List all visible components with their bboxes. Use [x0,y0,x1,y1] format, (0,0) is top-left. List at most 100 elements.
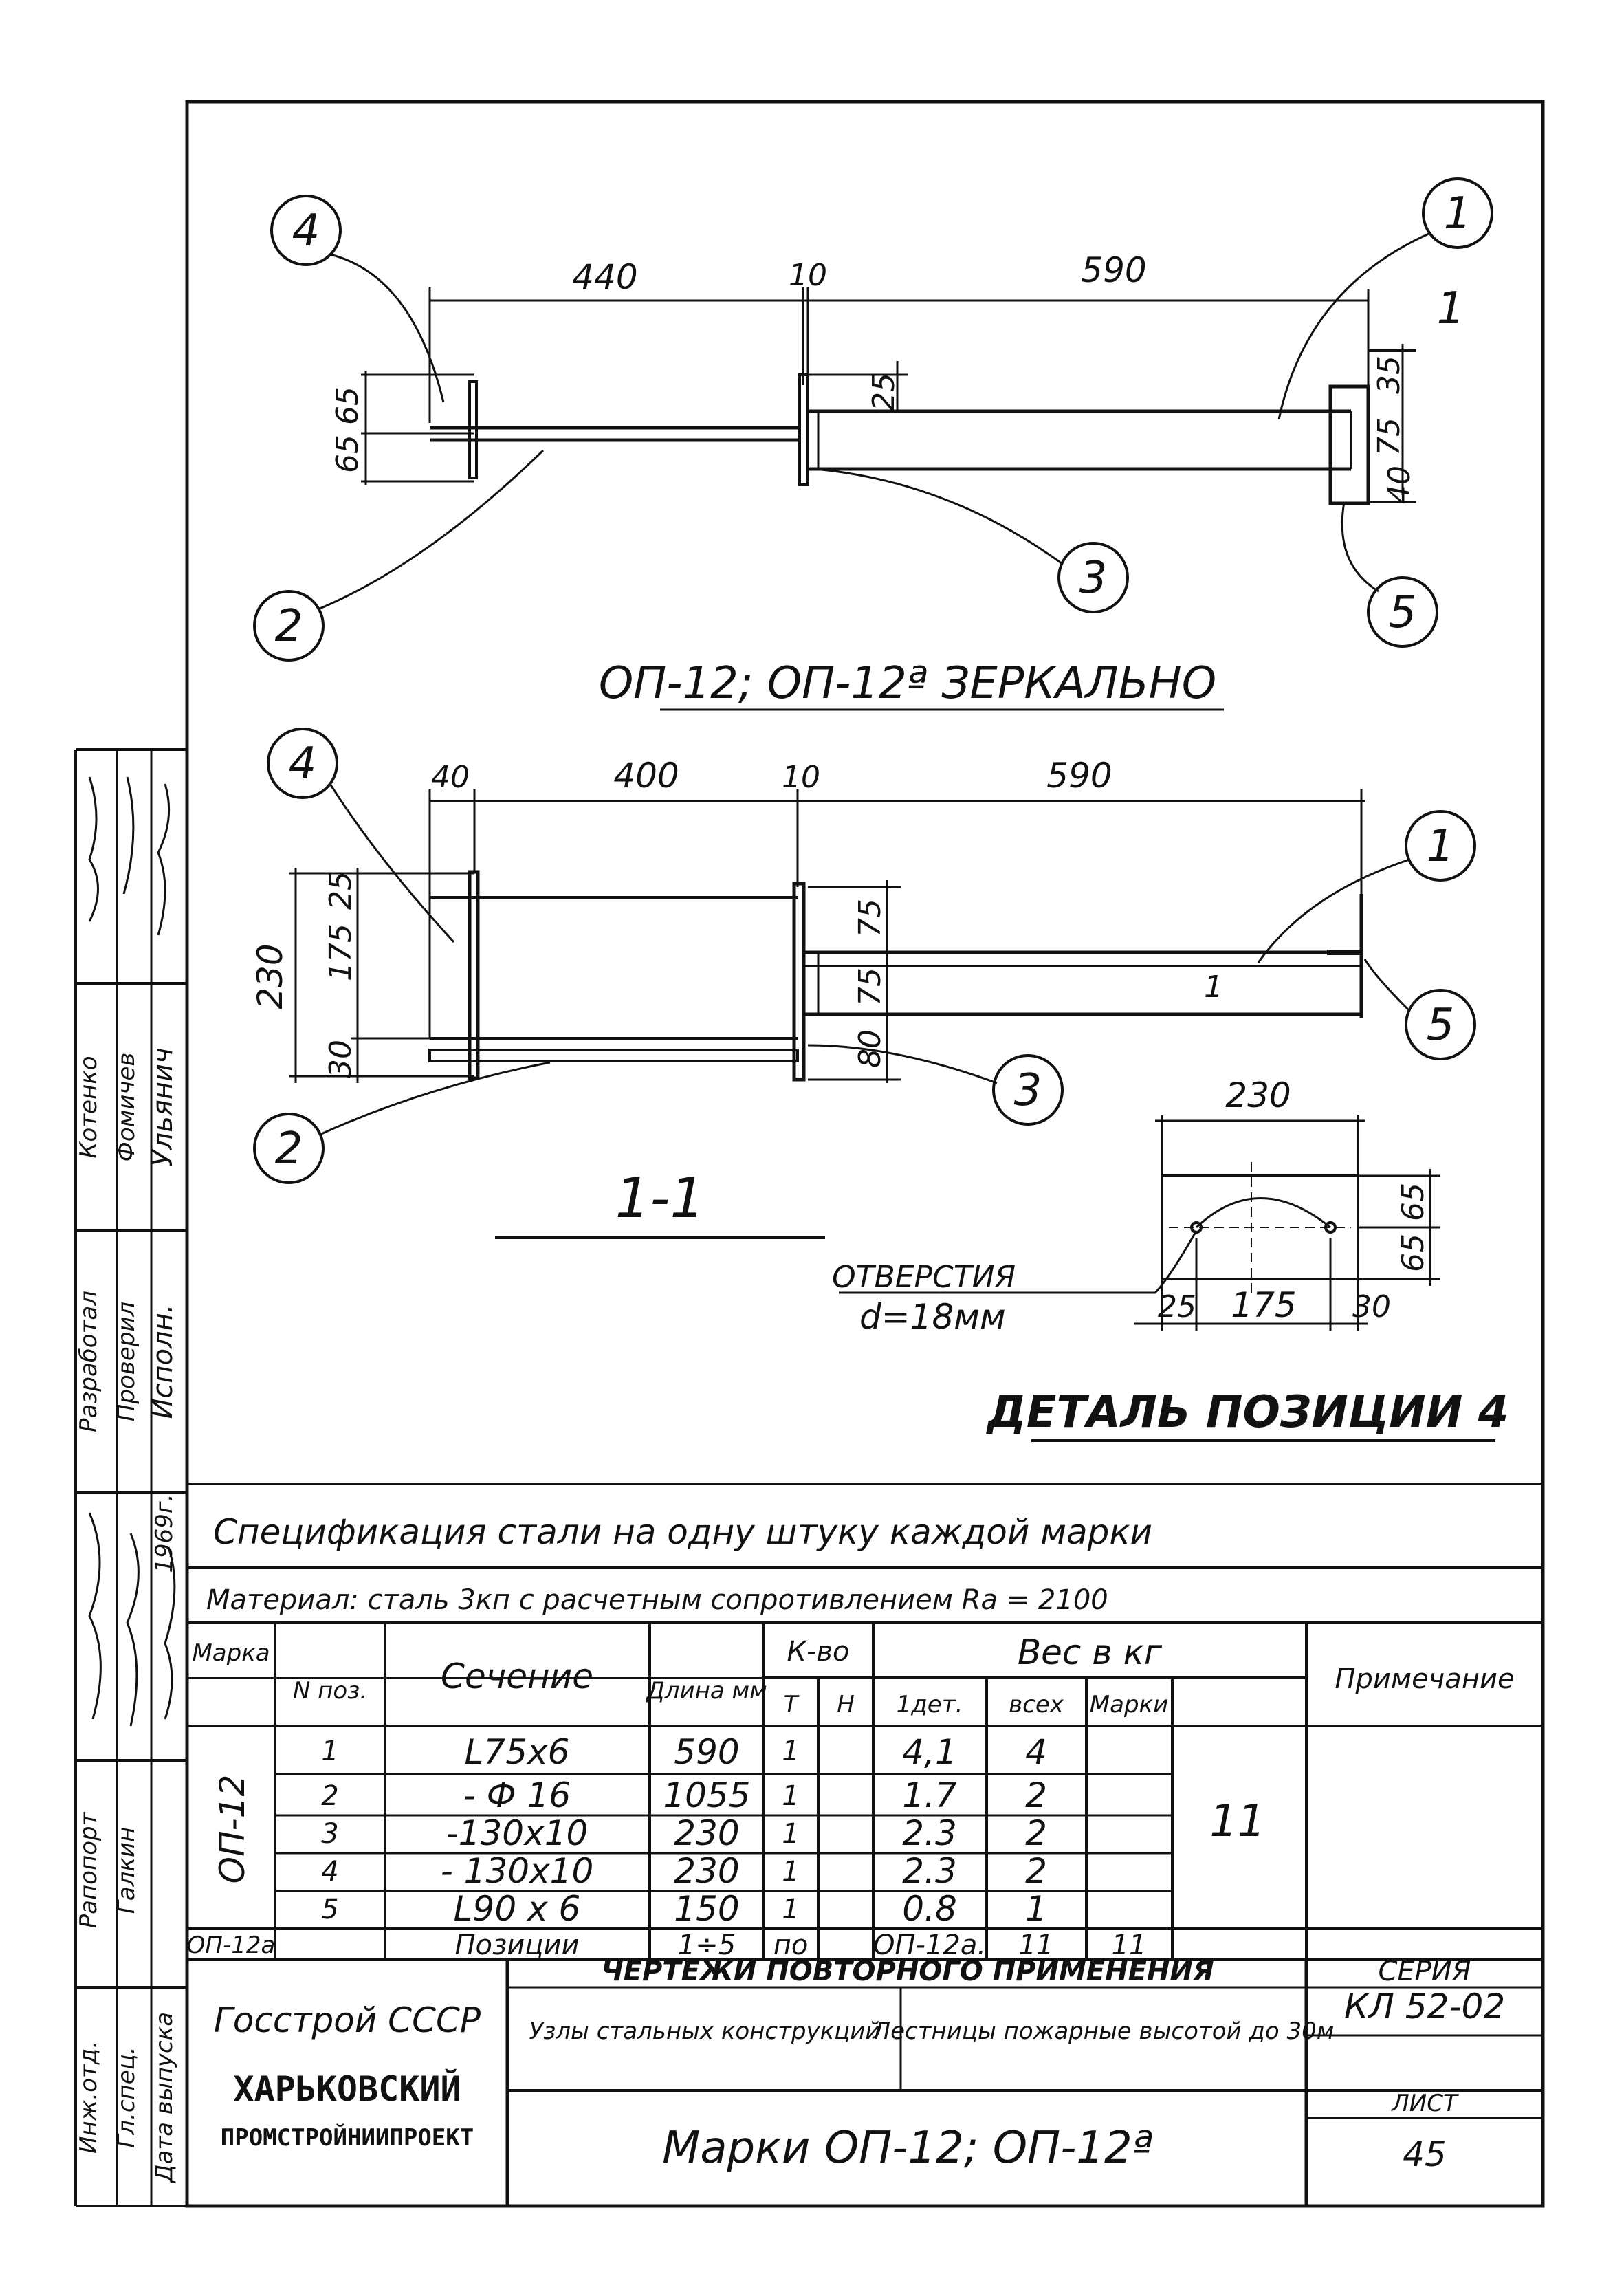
callout-1: 1 [1444,188,1472,239]
row5-section: L90 x 6 [454,1889,581,1929]
row2-section: - Ф 16 [463,1775,571,1815]
section-structures: Узлы стальных конструкций [529,2018,881,2045]
side-dim-75a: 75 [853,899,888,937]
side-callout-5: 5 [1427,1000,1455,1051]
row4-w-all: 2 [1025,1851,1047,1891]
side-dim-10: 10 [782,760,820,795]
row3-section: -130x10 [446,1813,589,1853]
dim-75: 75 [1372,417,1407,456]
row1-w-det: 4,1 [902,1732,957,1772]
row3-pos: 3 [321,1818,338,1850]
hdr-section: Сечение [441,1657,593,1696]
side-dim-400: 400 [613,756,679,796]
detail-dim-25: 25 [1158,1289,1196,1324]
stamp-name-kotenko: Котенко [75,1056,102,1158]
stamp-checked: Проверил [113,1302,140,1421]
row2-w-all: 2 [1025,1775,1047,1815]
side-dim-30: 30 [323,1040,358,1078]
hdr-length: Длина мм [645,1677,767,1705]
last-mark: ОП-12а [187,1932,276,1959]
side-callout-2: 2 [275,1124,303,1174]
stamp-developed: Разработал [75,1291,102,1432]
hdr-weight: Вес в кг [1018,1632,1163,1672]
detail-dim-65a: 65 [1396,1183,1431,1221]
caption-top-view: ОП-12; ОП-12ª ЗЕРКАЛЬНО [599,658,1216,709]
mark-name: ОП-12 [212,1775,252,1884]
dim-35: 35 [1372,356,1407,394]
side-dim-230: 230 [250,943,290,1009]
row3-w-det: 2.3 [902,1813,957,1853]
sheet-title: Марки ОП-12; ОП-12ª [662,2123,1153,2174]
org-kharkovsky: ХАРЬКОВСКИЙ [233,2068,461,2109]
hdr-mark: Марка [192,1639,270,1667]
side-dim-40: 40 [431,760,470,795]
row4-length: 230 [674,1851,739,1891]
hdr-note: Примечание [1335,1663,1514,1695]
row1-pos: 1 [321,1736,338,1767]
hole-label-1: ОТВЕРСТИЯ [832,1260,1016,1295]
top-view [253,177,1493,662]
last-t: по [773,1929,809,1961]
detail-dim-65b: 65 [1396,1234,1431,1272]
row1-w-all: 4 [1025,1732,1047,1772]
side-view [253,728,1476,1184]
row2-pos: 2 [321,1780,338,1812]
row2-w-det: 1.7 [902,1775,957,1815]
last-w-mark: 11 [1112,1929,1147,1961]
row5-w-det: 0.8 [902,1889,957,1929]
sheet-frame [185,100,1545,2208]
stamp-name-ulyanich: Ульянич [147,1047,179,1166]
dim-440: 440 [572,257,637,297]
caption-detail-4: ДЕТАЛЬ ПОЗИЦИИ 4 [986,1387,1508,1438]
callout-3: 3 [1079,553,1108,604]
row5-w-all: 1 [1025,1889,1047,1929]
side-mark-1: 1 [1204,970,1223,1005]
sheet-label: ЛИСТ [1390,2090,1459,2117]
row5-length: 150 [674,1889,739,1929]
sheet-value: 45 [1403,2134,1447,2174]
row3-w-all: 2 [1025,1813,1047,1853]
side-callout-1: 1 [1427,821,1455,872]
hdr-w-mark: Марки [1090,1691,1168,1718]
dim-590: 590 [1081,250,1146,290]
hdr-pos: N поз. [293,1677,367,1705]
section-mark-1: 1 [1437,283,1465,334]
row3-t: 1 [782,1818,799,1850]
series-label: СЕРИЯ [1378,1956,1471,1987]
stamp-rapoport: Рапопорт [75,1811,102,1928]
hole-label-2: d=18мм [859,1297,1006,1337]
row2-length: 1055 [663,1775,750,1815]
stamp-executed: Исполн. [147,1304,179,1419]
hdr-w-all: всех [1009,1691,1064,1718]
dim-25: 25 [866,373,901,411]
last-rest: ОП-12а. [873,1929,986,1961]
last-section: Позиции [454,1929,579,1961]
org-promstroy: ПРОМСТРОЙНИИПРОЕКТ [221,2123,474,2152]
side-callout-4: 4 [289,739,317,789]
detail-dim-175: 175 [1231,1285,1296,1325]
row5-t: 1 [782,1894,799,1925]
hdr-qty: К-во [787,1636,850,1668]
row3-length: 230 [674,1813,739,1853]
side-stamp-lines [74,748,187,2207]
series-title: ЧЕРТЕЖИ ПОВТОРНОГО ПРИМЕНЕНИЯ [601,1956,1214,1987]
side-dim-25: 25 [323,871,358,910]
stamp-galkin: Галкин [113,1827,140,1914]
side-dim-80: 80 [853,1029,888,1068]
dim-40: 40 [1382,466,1417,504]
side-dim-75b: 75 [853,967,888,1006]
row2-t: 1 [782,1780,799,1812]
row1-t: 1 [782,1736,799,1767]
side-dim-590: 590 [1046,756,1112,796]
detail-dim-230: 230 [1225,1075,1291,1115]
spec-title: Спецификация стали на одну штуку каждой … [213,1512,1152,1552]
signature-bottom [88,1512,176,1727]
side-dim-175: 175 [323,923,358,981]
section-ladders: Лестницы пожарные высотой до 30м [872,2018,1335,2045]
stamp-year: 1969г. [151,1494,178,1573]
callout-4: 4 [292,206,320,256]
dim-10: 10 [789,258,827,293]
hdr-w-det: 1дет. [897,1691,963,1718]
row1-length: 590 [674,1732,739,1772]
